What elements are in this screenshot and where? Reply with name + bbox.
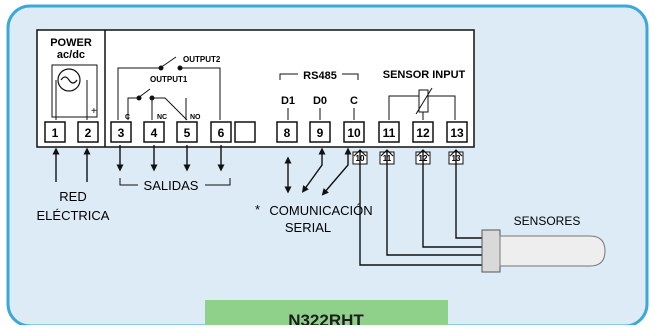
output-wires (116, 145, 225, 172)
power-acdc-label: ac/dc (57, 49, 85, 61)
terminal-number: 5 (184, 126, 191, 140)
terminal-box (378, 121, 400, 143)
terminal-number: 1 (52, 126, 59, 140)
ac-source-icon (57, 68, 81, 92)
rs485-d0-label: D0 (313, 95, 327, 107)
sensor-arrowheads (353, 149, 463, 157)
plus-sign: + (91, 106, 97, 117)
terminal-box (412, 121, 434, 143)
terminal-box (143, 121, 165, 143)
rs485-leads (287, 108, 355, 120)
asterisk-mark: * (255, 202, 260, 217)
terminal-number: 9 (317, 126, 324, 140)
salidas-bracket (119, 178, 231, 186)
rs485-title: RS485 (303, 70, 337, 82)
serial-label: SERIAL (285, 220, 331, 235)
terminal-number: 3 (118, 126, 125, 140)
terminal-box (77, 121, 99, 143)
terminal-number: 2 (85, 126, 92, 140)
rs485-d1-label: D1 (281, 95, 295, 107)
comunicacion-label: COMUNICACIÓN (269, 203, 372, 218)
terminal-box (309, 121, 331, 143)
terminal-box (343, 121, 365, 143)
terminal-box (276, 121, 298, 143)
serial-wires (284, 147, 352, 196)
terminal-box (210, 121, 232, 143)
sensor-wires (359, 150, 486, 266)
salidas-label: SALIDAS (144, 178, 199, 193)
electrica-label: ELÉCTRICA (37, 208, 110, 223)
sensores-label: SENSORES (514, 214, 581, 228)
terminal-box (176, 121, 198, 143)
sine-wave-icon (60, 76, 78, 84)
relay-no-label: NO (190, 114, 201, 121)
model-label: N322RHT (288, 311, 364, 325)
terminal-number: 11 (383, 126, 396, 140)
terminal-box (446, 121, 468, 143)
relay-c-label: C (125, 114, 130, 121)
red-label: RED (59, 189, 86, 204)
relay-contacts (117, 56, 221, 121)
sensor-input-circuit (388, 87, 456, 120)
power-label: POWER (50, 37, 92, 49)
relay-nc-label: NC (157, 114, 167, 121)
terminal-box (44, 121, 66, 143)
terminal-number: 10 (347, 126, 361, 140)
terminal-number: 12 (416, 126, 430, 140)
sensor-probe (481, 229, 606, 273)
output2-label: OUTPUT2 (183, 55, 221, 64)
terminal-number: 6 (218, 126, 225, 140)
terminal-box (110, 121, 132, 143)
rs485-c-label: C (350, 95, 358, 107)
terminal-blank (234, 121, 256, 143)
sensor-input-title: SENSOR INPUT (383, 69, 466, 81)
output1-label: OUTPUT1 (150, 75, 188, 84)
terminal-number: 13 (450, 126, 464, 140)
terminal-number: 8 (284, 126, 291, 140)
rs485-bracket (279, 73, 359, 80)
terminal-number: 4 (151, 126, 158, 140)
power-wires (52, 147, 91, 182)
power-box (51, 64, 98, 118)
